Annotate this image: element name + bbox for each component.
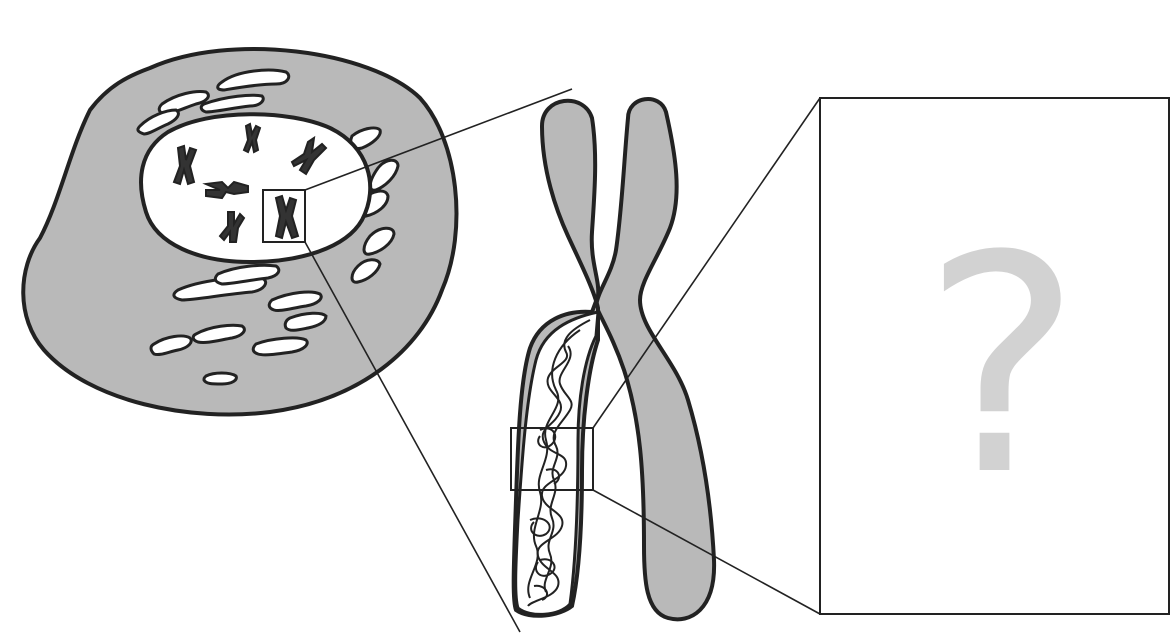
question-mark: ? xyxy=(922,192,1081,541)
chromosome-right-chromatid xyxy=(596,99,714,619)
organelle xyxy=(204,373,236,384)
chromosome xyxy=(511,99,714,619)
zoom-panel: ? xyxy=(820,98,1169,614)
cell xyxy=(23,49,456,414)
